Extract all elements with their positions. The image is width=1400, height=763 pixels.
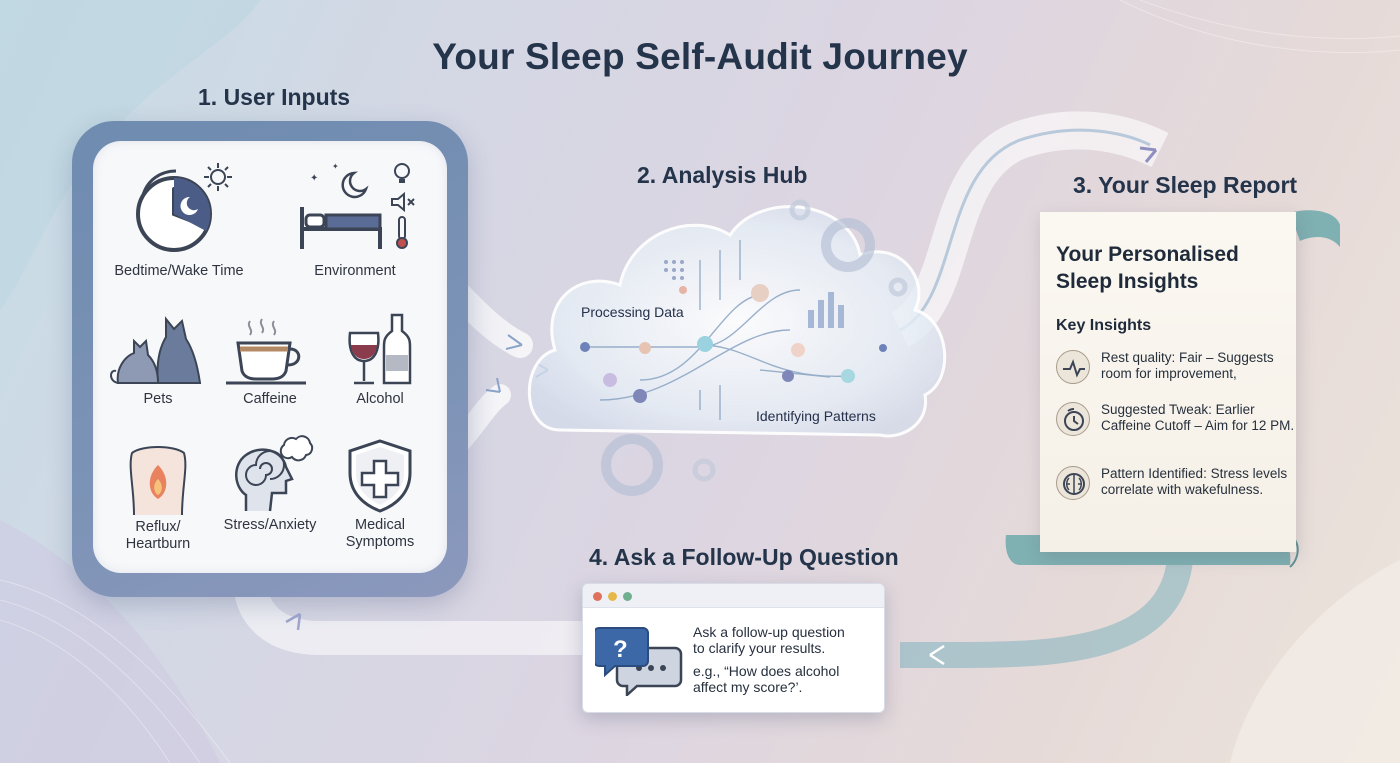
- input-bedtime[interactable]: Bedtime/Wake Time: [105, 159, 253, 280]
- input-label-environment: Environment: [314, 263, 396, 279]
- heartbeat-icon: [1056, 350, 1090, 384]
- input-environment[interactable]: ✦ ✦ Environment: [279, 159, 431, 280]
- page-title: Your Sleep Self-Audit Journey: [432, 36, 968, 77]
- inputs-heading: 1. User Inputs: [198, 84, 351, 110]
- input-label-bedtime: Bedtime/Wake Time: [114, 263, 244, 279]
- close-dot-icon[interactable]: [593, 592, 602, 601]
- input-stress[interactable]: Stress/Anxiety: [211, 431, 329, 534]
- medical-shield-icon: [348, 439, 412, 513]
- report-card: Your Personalised Sleep Insights Key Ins…: [1040, 212, 1296, 552]
- hub-heading: 2. Analysis Hub: [637, 162, 808, 188]
- report-heading: 3. Your Sleep Report: [1073, 172, 1298, 198]
- followup-example-line2: affect my score?’.: [693, 679, 803, 695]
- minimize-dot-icon[interactable]: [608, 592, 617, 601]
- brain-icon: [1056, 466, 1090, 500]
- inputs-panel: Bedtime/Wake Time ✦ ✦ Environment Pets: [93, 141, 447, 573]
- svg-text:✦: ✦: [310, 173, 318, 184]
- head-swirl-icon: [235, 435, 314, 512]
- input-label-medical: Medical Symptoms: [345, 517, 415, 550]
- processing-data-label: Processing Data: [581, 304, 684, 320]
- svg-text:✦: ✦: [332, 162, 339, 171]
- followup-example-line1: e.g., “How does alcohol: [693, 663, 840, 679]
- input-alcohol[interactable]: Alcohol: [321, 311, 439, 408]
- input-label-pets: Pets: [143, 391, 173, 407]
- wine-bottle-icon: [348, 313, 412, 385]
- clock-moon-icon: [136, 163, 232, 252]
- key-insights-heading: Key Insights: [1056, 317, 1152, 334]
- report-title-line2: Sleep Insights: [1056, 270, 1199, 293]
- followup-heading: 4. Ask a Follow-Up Question: [589, 544, 899, 570]
- input-pets[interactable]: Pets: [99, 311, 217, 408]
- insight-text-caffeine: Suggested Tweak: Earlier Caffeine Cutoff…: [1101, 402, 1295, 433]
- timer-icon: [1056, 402, 1090, 436]
- bed-environment-icon: ✦ ✦: [300, 162, 415, 249]
- maximize-dot-icon[interactable]: [623, 592, 632, 601]
- input-label-stress: Stress/Anxiety: [223, 517, 317, 533]
- followup-line2: to clarify your results.: [693, 640, 826, 656]
- input-label-caffeine: Caffeine: [243, 391, 297, 407]
- pets-icon: [110, 316, 202, 384]
- insight-caffeine-tweak: Suggested Tweak: Earlier Caffeine Cutoff…: [1056, 402, 1294, 454]
- followup-line1: Ask a follow-up question: [693, 624, 845, 640]
- identifying-patterns-label: Identifying Patterns: [756, 408, 876, 424]
- coffee-cup-icon: [226, 318, 306, 385]
- chat-bubbles-icon: ?: [595, 627, 683, 696]
- svg-text:?: ?: [613, 636, 628, 663]
- input-label-reflux: Reflux/ Heartburn: [125, 519, 191, 552]
- followup-window[interactable]: ? Ask a follow-up question to clarify yo…: [582, 583, 885, 713]
- insight-rest-quality: Rest quality: Fair – Suggests room for i…: [1056, 350, 1288, 390]
- input-caffeine[interactable]: Caffeine: [211, 311, 329, 408]
- input-reflux[interactable]: Reflux/ Heartburn: [99, 437, 217, 553]
- insight-stress-pattern: Pattern Identified: Stress levels correl…: [1056, 466, 1288, 518]
- input-label-alcohol: Alcohol: [356, 391, 404, 407]
- input-medical[interactable]: Medical Symptoms: [321, 437, 439, 551]
- insight-text-rest: Rest quality: Fair – Suggests room for i…: [1101, 350, 1274, 381]
- window-title-bar: [583, 584, 884, 608]
- torso-flame-icon: [129, 446, 187, 515]
- insight-text-stress: Pattern Identified: Stress levels correl…: [1101, 466, 1288, 497]
- report-title-line1: Your Personalised: [1056, 243, 1239, 266]
